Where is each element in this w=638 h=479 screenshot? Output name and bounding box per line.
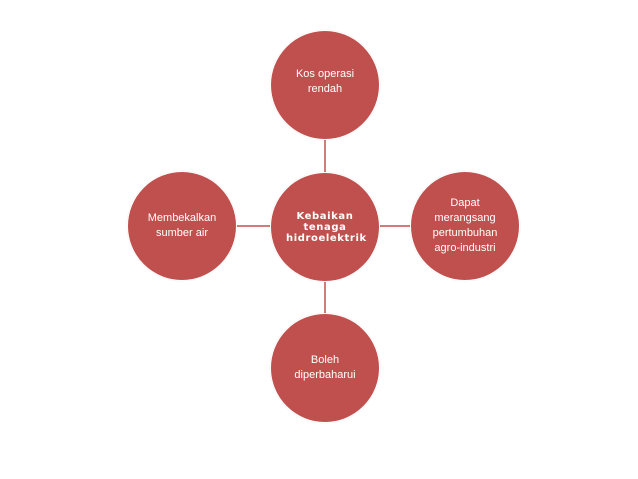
node-bottom-label: Boleh diperbaharui bbox=[294, 354, 356, 381]
node-top-label: Kos operasi rendah bbox=[295, 68, 355, 95]
node-bottom: Boleh diperbaharui bbox=[270, 313, 380, 423]
node-top: Kos operasi rendah bbox=[270, 30, 380, 140]
node-right: Dapat merangsang pertumbuhan agro-indust… bbox=[410, 171, 520, 281]
node-left: Membekalkan sumber air bbox=[127, 171, 237, 281]
center-node-label: Kebaikan tenaga hidroelektrik bbox=[286, 210, 367, 244]
node-left-label: Membekalkan sumber air bbox=[147, 212, 217, 239]
node-right-label: Dapat merangsang pertumbuhan agro-indust… bbox=[432, 197, 498, 254]
center-node: Kebaikan tenaga hidroelektrik bbox=[270, 172, 380, 282]
